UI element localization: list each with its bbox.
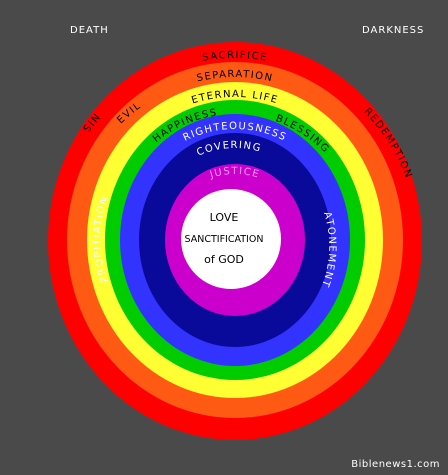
label-sacrifice: SACRIFICE xyxy=(202,50,269,64)
credit-text: Biblenews1.com xyxy=(351,459,440,470)
center-line-sanctification: SANCTIFICATION xyxy=(185,234,264,245)
center-circle xyxy=(181,189,281,289)
center-line-love: LOVE xyxy=(210,211,239,224)
label-propitiation: PROPITIATION xyxy=(92,194,111,284)
label-separation: SEPARATION xyxy=(196,69,275,84)
center-line-of-god: of GOD xyxy=(204,253,244,266)
concentric-rings xyxy=(48,42,422,440)
label-justice: JUSTICE xyxy=(208,166,261,181)
corner-label-death: DEATH xyxy=(70,25,109,36)
corner-label-darkness: DARKNESS xyxy=(362,25,424,36)
